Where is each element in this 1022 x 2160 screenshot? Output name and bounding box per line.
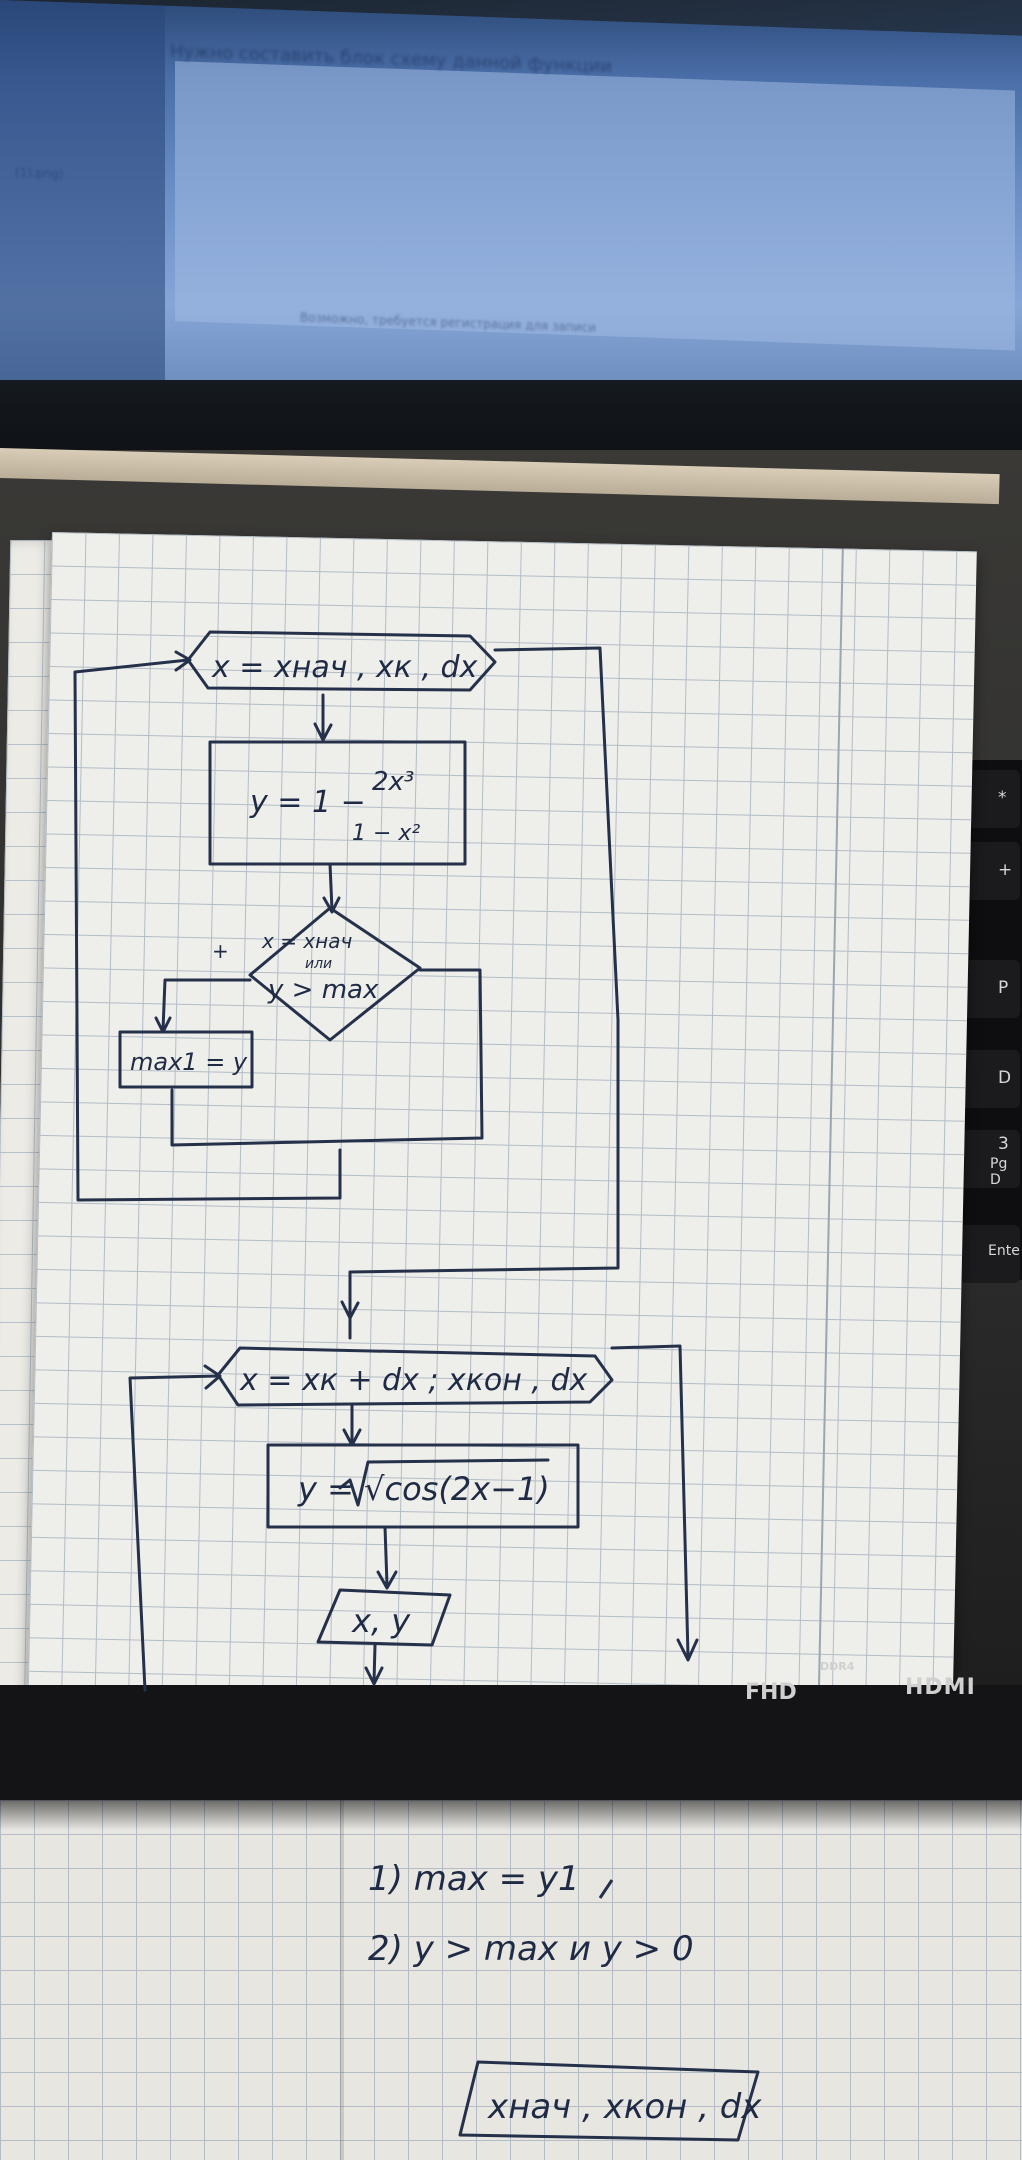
assign-box — [118, 1030, 254, 1089]
loop1-outer-right — [348, 646, 620, 1332]
process2-label: y = √cos(2x−1) — [297, 1470, 550, 1508]
lower-notebook-spine — [340, 1800, 344, 2160]
monitor: Нужно составить блок схему данной функци… — [0, 0, 1022, 480]
output-parallelogram — [316, 1588, 452, 1647]
loop2-outer-right — [610, 1344, 699, 1662]
assign-label: max1 = y — [130, 1048, 248, 1076]
process1-lhs: y = 1 − — [249, 785, 366, 820]
key-p: P — [960, 960, 1020, 1018]
loop2-label: x = xк + dx ; xкон , dx — [239, 1363, 588, 1398]
lower-shadow — [0, 1800, 1022, 1830]
decision-top-label: x = xнач — [261, 929, 352, 953]
process1-denominator: 1 − x² — [352, 821, 420, 846]
loop2-outer-left — [128, 1374, 220, 1692]
key-d: D — [960, 1050, 1020, 1108]
note-parallelogram — [458, 2060, 760, 2142]
note-line-2: 2) y > max и y > 0 — [368, 1929, 694, 1969]
decision-bottom-label: y > max — [267, 975, 379, 1005]
process1-box — [208, 740, 467, 866]
hdmi-badge: HDMI — [905, 1675, 976, 1700]
decision-diamond — [248, 906, 422, 1042]
lower-notebook — [0, 1800, 1022, 2160]
laptop-bottom-bar — [0, 1685, 1022, 1805]
process1-numerator: 2x³ — [372, 767, 414, 797]
ddr4-badge: DDR4 — [820, 1660, 855, 1673]
process2-box — [266, 1443, 580, 1529]
output-label: x, y — [351, 1602, 411, 1640]
fhd-badge: FHD — [745, 1680, 797, 1705]
decision-plus-sign: + — [212, 939, 229, 963]
loop1-label: x = xнач , xк , dx — [211, 650, 478, 685]
loop1-outer-left — [73, 658, 342, 1202]
key-enter: Ente — [960, 1225, 1020, 1283]
note-box-label: xнач , xкон , dx — [487, 2087, 762, 2127]
decision-mid-label: или — [305, 956, 332, 972]
note-line-1: 1) max = y1 — [368, 1859, 580, 1899]
